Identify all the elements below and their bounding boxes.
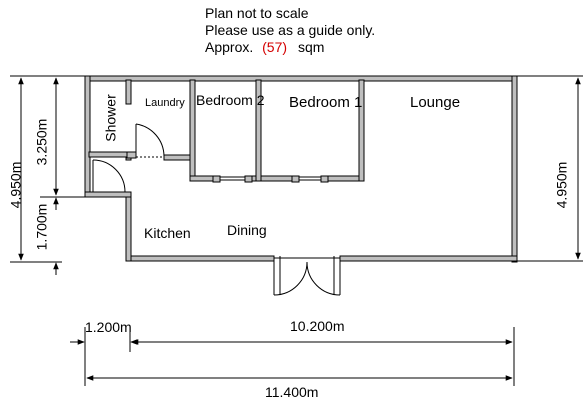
area-unit: sqm — [298, 39, 324, 55]
room-kitchen: Kitchen — [144, 225, 191, 241]
room-bedroom-1: Bedroom 1 — [289, 94, 362, 111]
note-line-3: Approx. (57) sqm — [205, 39, 324, 55]
area-value: (57) — [262, 39, 287, 55]
dim-bottom-right: 10.200m — [290, 318, 344, 334]
interior-walls — [88, 79, 365, 183]
dim-left-total: 4.950m — [8, 162, 24, 209]
note-line-1: Plan not to scale — [205, 5, 309, 21]
room-shower: Shower — [103, 94, 119, 142]
room-lounge: Lounge — [410, 94, 460, 111]
dim-right-total: 4.950m — [554, 162, 570, 209]
dim-bottom-left: 1.200m — [85, 319, 132, 335]
bottom-dimensions — [70, 327, 515, 386]
room-dining: Dining — [227, 222, 267, 238]
dim-left-upper: 3.250m — [34, 119, 50, 166]
outer-walls — [84, 75, 518, 263]
right-dimension — [517, 75, 583, 262]
area-prefix: Approx. — [205, 39, 253, 55]
doors — [92, 123, 341, 296]
dim-left-lower: 1.700m — [34, 204, 50, 251]
room-bedroom-2: Bedroom 2 — [196, 92, 265, 108]
left-dimensions — [10, 75, 90, 275]
room-laundry: Laundry — [145, 97, 185, 109]
dim-bottom-total: 11.400m — [265, 384, 318, 400]
note-line-2: Please use as a guide only. — [205, 22, 375, 38]
